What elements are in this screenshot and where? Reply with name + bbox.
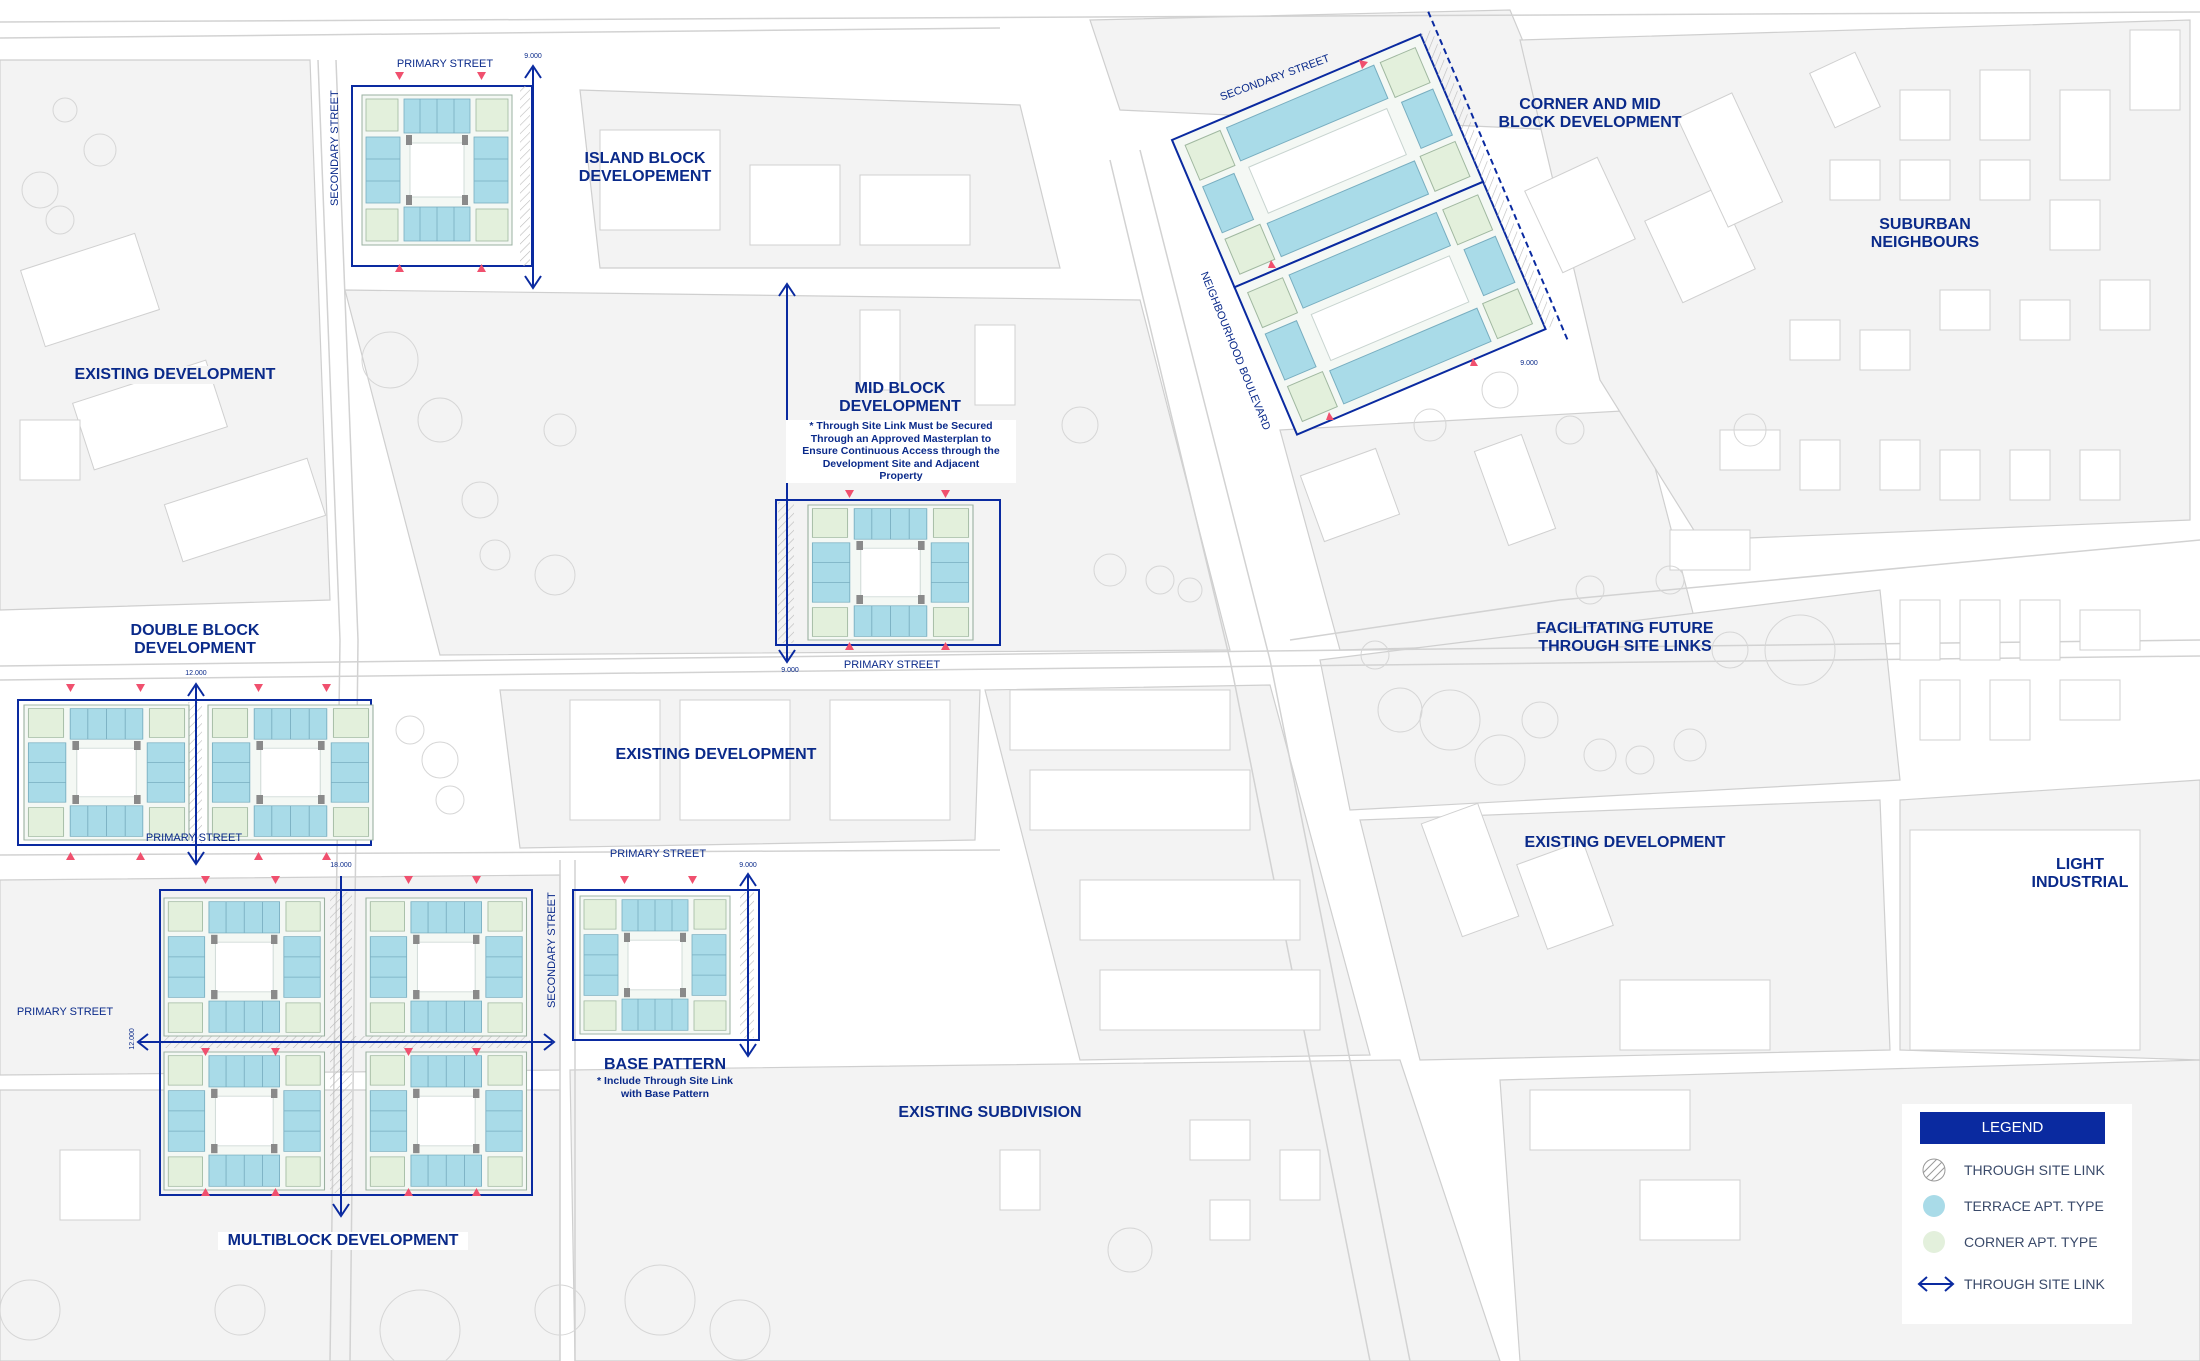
multiblock-cluster xyxy=(136,876,556,1218)
secondary-street-island: SECONDARY STREET xyxy=(328,90,341,207)
island-block-label: ISLAND BLOCK DEVELOPEMENT xyxy=(578,150,712,185)
terrace-circle-icon xyxy=(1923,1195,1945,1217)
legend-label: CORNER APT. TYPE xyxy=(1964,1234,2098,1250)
primary-street-mid: PRIMARY STREET xyxy=(843,659,941,671)
secondary-street-base: SECONDARY STREET xyxy=(545,892,558,1009)
corner-mid-block-label: CORNER AND MID BLOCK DEVELOPMENT xyxy=(1498,96,1682,131)
legend-label: THROUGH SITE LINK xyxy=(1964,1162,2105,1178)
legend-label: THROUGH SITE LINK xyxy=(1964,1276,2105,1292)
legend-item-corner: CORNER APT. TYPE xyxy=(1920,1228,2140,1256)
access-arrows xyxy=(66,60,1478,1196)
primary-street-double: PRIMARY STREET xyxy=(145,832,243,844)
light-industrial-label: LIGHT INDUSTRIAL xyxy=(2031,856,2129,891)
mid-block-note: * Through Site Link Must be Secured Thro… xyxy=(786,420,1016,483)
double-block-label: DOUBLE BLOCK DEVELOPMENT xyxy=(70,622,320,658)
dimension-base: 9.000 xyxy=(739,862,757,869)
legend-item-through-site-link-hatch: THROUGH SITE LINK xyxy=(1920,1156,2140,1184)
corner-mid-block-cluster xyxy=(1170,11,1569,436)
legend-item-through-site-link-arrow: THROUGH SITE LINK xyxy=(1917,1270,2140,1298)
legend: LEGEND THROUGH SITE LINK TERRACE APT. TY… xyxy=(1902,1104,2132,1324)
corner-circle-icon xyxy=(1923,1231,1945,1253)
dimension-island: 9.000 xyxy=(524,53,542,60)
legend-title: LEGEND xyxy=(1920,1112,2105,1144)
trees xyxy=(0,97,1836,1361)
primary-street-multi: PRIMARY STREET xyxy=(16,1006,114,1018)
dimension-mid: 9.000 xyxy=(781,667,799,674)
legend-item-terrace: TERRACE APT. TYPE xyxy=(1920,1192,2140,1220)
facilitating-links-label: FACILITATING FUTURE THROUGH SITE LINKS xyxy=(1536,620,1714,655)
base-pattern-note: * Include Through Site Link with Base Pa… xyxy=(597,1075,733,1100)
dimension-double: 12.000 xyxy=(185,670,207,677)
primary-street-base: PRIMARY STREET xyxy=(609,848,707,860)
primary-street-island: PRIMARY STREET xyxy=(396,58,494,70)
existing-subdivision-label: EXISTING SUBDIVISION xyxy=(898,1104,1082,1121)
dimension-corner: 9.000 xyxy=(1520,360,1538,367)
legend-label: TERRACE APT. TYPE xyxy=(1964,1198,2104,1214)
suburban-neighbours-label: SUBURBAN NEIGHBOURS xyxy=(1870,216,1980,251)
existing-development-centre-label: EXISTING DEVELOPMENT xyxy=(615,746,817,763)
hatched-circle-icon xyxy=(1922,1158,1946,1182)
base-pattern-label: BASE PATTERN xyxy=(603,1056,727,1073)
double-arrow-icon xyxy=(1917,1276,1955,1292)
base-pattern-cluster xyxy=(572,872,760,1058)
dimension-multi-h: 18.000 xyxy=(330,862,352,869)
multiblock-label: MULTIBLOCK DEVELOPMENT xyxy=(218,1232,468,1250)
double-block-cluster xyxy=(17,682,374,866)
roads xyxy=(0,11,2200,1361)
existing-development-west-label: EXISTING DEVELOPMENT xyxy=(60,366,290,384)
dimension-multi-v: 12.000 xyxy=(129,1028,137,1050)
mid-block-label: MID BLOCK DEVELOPMENT xyxy=(839,380,961,415)
existing-development-east-label: EXISTING DEVELOPMENT xyxy=(1524,834,1726,851)
existing-buildings xyxy=(19,29,2181,1241)
island-block-cluster xyxy=(351,64,542,290)
